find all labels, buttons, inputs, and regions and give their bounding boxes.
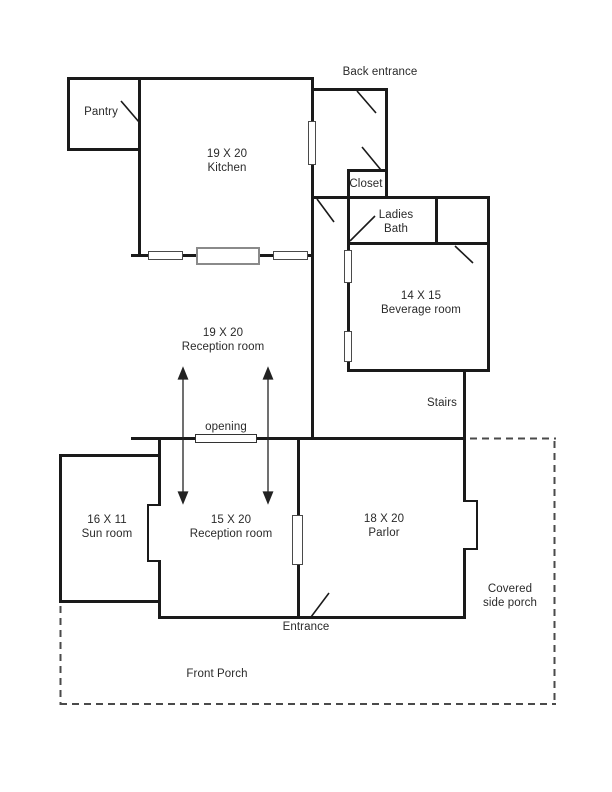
room-name-line2: side porch <box>482 597 538 609</box>
door-beverage <box>454 245 474 264</box>
window-beverage-west-1 <box>344 250 352 283</box>
room-name: Sun room <box>81 528 133 540</box>
wall-beverage-bottom <box>347 369 490 372</box>
label-entrance: Entrance <box>282 621 330 633</box>
wall-center <box>311 77 314 440</box>
room-label-front-porch: Front Porch <box>186 668 248 680</box>
room-label-pantry: Pantry <box>84 106 118 118</box>
wall-closet-top <box>347 169 388 172</box>
room-label-parlor: 18 X 20 Parlor <box>364 512 404 540</box>
wall-sunroom-top <box>59 454 161 457</box>
wall-top <box>67 77 314 80</box>
room-label-kitchen: 19 X 20 Kitchen <box>207 147 247 175</box>
room-label-sun-room: 16 X 11 Sun room <box>82 513 133 541</box>
door-hall <box>316 198 335 223</box>
arrowhead-up-icon <box>262 366 274 380</box>
wall-back-entrance-right <box>385 88 388 199</box>
room-dimensions: 19 X 20 <box>202 327 244 339</box>
wall-right-upper <box>487 196 490 372</box>
door-entrance <box>310 592 330 618</box>
room-name: Kitchen <box>207 162 247 174</box>
room-name: Reception room <box>189 528 273 540</box>
window-reception-parlor <box>292 515 303 565</box>
window-kitchen-east <box>308 121 316 165</box>
door-closet <box>361 146 382 171</box>
label-back-entrance: Back entrance <box>342 66 418 78</box>
arrowhead-up-icon <box>177 366 189 380</box>
opening-between-receptions <box>195 434 257 443</box>
room-name: Reception room <box>181 341 265 353</box>
wall-kitchen-left <box>138 77 141 257</box>
wall-pantry-bottom <box>67 148 141 151</box>
room-label-covered-side-porch: Covered side porch <box>483 582 537 610</box>
door-back-entrance <box>356 90 377 114</box>
room-name-line1: Covered <box>487 583 533 595</box>
wall-right-lower <box>463 369 466 619</box>
room-dimensions: 14 X 15 <box>400 290 442 302</box>
room-dimensions: 15 X 20 <box>210 514 252 526</box>
room-label-reception-lower: 15 X 20 Reception room <box>190 513 273 541</box>
door-ladies-bath <box>349 215 376 242</box>
room-name: Parlor <box>368 527 400 539</box>
wall-pantry-left <box>67 77 70 151</box>
wall-back-entrance-top <box>311 88 388 91</box>
room-name-line2: Bath <box>383 223 409 235</box>
door-swings <box>120 90 474 618</box>
room-label-reception-upper: 19 X 20 Reception room <box>182 326 265 354</box>
wall-mid <box>131 437 466 440</box>
arrowhead-down-icon <box>262 491 274 505</box>
door-pantry <box>120 100 140 123</box>
porch-boundaries <box>59 437 556 705</box>
room-label-closet: Closet <box>349 178 383 190</box>
flow-arrows <box>177 366 274 505</box>
wall-bottom <box>158 616 466 619</box>
buffet-pass-through <box>196 247 260 265</box>
wall-sunroom-left <box>59 454 62 603</box>
window-beverage-west-2 <box>344 331 352 362</box>
room-label-beverage: 14 X 15 Beverage room <box>381 289 461 317</box>
opening-sunroom <box>147 504 161 562</box>
wall-sunroom-bottom <box>59 600 161 603</box>
label-stairs: Stairs <box>427 397 457 409</box>
window-kitchen-south-1 <box>148 251 183 260</box>
room-name-line1: Ladies <box>378 209 414 221</box>
room-name: Beverage room <box>381 304 461 316</box>
label-opening: opening <box>205 421 247 433</box>
doorway-parlor-east <box>463 500 478 550</box>
room-dimensions: 18 X 20 <box>363 513 405 525</box>
wall-bath-bottom <box>347 242 490 245</box>
window-kitchen-south-2 <box>273 251 308 260</box>
room-dimensions: 19 X 20 <box>206 148 248 160</box>
wall-bath-divider <box>435 196 438 245</box>
arrowhead-down-icon <box>177 491 189 505</box>
room-label-ladies-bath: Ladies Bath <box>379 208 414 236</box>
room-dimensions: 16 X 11 <box>87 514 127 526</box>
wall-hall-south <box>311 196 490 199</box>
